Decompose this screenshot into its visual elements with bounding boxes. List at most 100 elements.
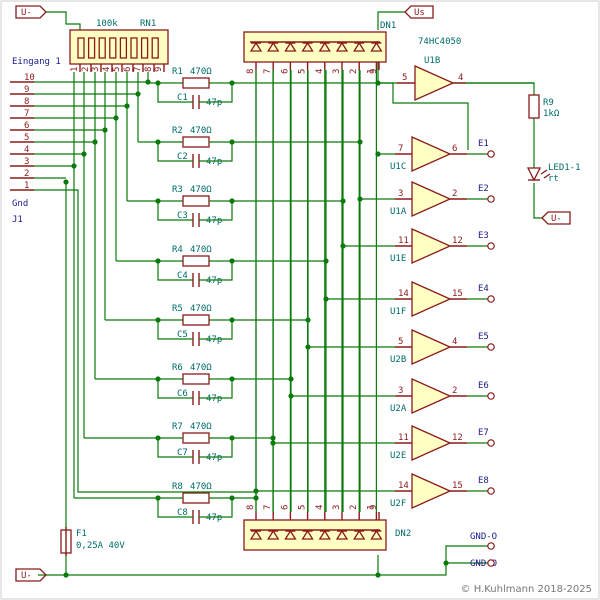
dn1-pin-number-2: 2	[349, 69, 359, 74]
junction-rc-out-1	[229, 139, 235, 145]
resistor-ref-R3: R3	[172, 185, 183, 195]
rn1-element-2	[87, 37, 96, 59]
buffer-U1E-body	[411, 227, 452, 265]
rn1-element-3	[98, 37, 106, 59]
connector-pin-number-4: 4	[24, 145, 29, 155]
cap-ref-C2: C2	[177, 152, 188, 162]
output-terminal-E6	[487, 392, 495, 400]
junction-rc-out-4	[229, 317, 235, 323]
dn1-pin-number-6: 6	[280, 69, 290, 74]
dn1-diode-2	[267, 41, 280, 52]
buffer-U1C-body	[411, 135, 452, 173]
resistor-ref-R8: R8	[172, 482, 183, 492]
dn1-diode-6	[335, 41, 349, 52]
buffer-pin-out-number-U2A: 2	[452, 386, 457, 396]
wire-cin-C1	[157, 83, 193, 103]
dn1-value: 74HC4050	[418, 37, 461, 47]
u1b-body	[414, 64, 455, 102]
buffer-pin-out-number-U2F: 15	[452, 481, 463, 491]
resistor-ref-R7: R7	[172, 422, 183, 432]
junction-rc-out-6	[229, 435, 235, 441]
dn1-pin-number-3: 3	[332, 69, 342, 74]
resistor-R4	[182, 255, 210, 267]
u-minus-label-led-shape	[541, 211, 571, 225]
u-minus-label-led: U-	[551, 214, 562, 224]
output-label-E2: E2	[478, 184, 489, 194]
buffer-U1F-body	[411, 280, 452, 318]
junction-rc-in-0	[155, 80, 161, 86]
buffer-ref-U2E: U2E	[390, 451, 406, 461]
buffer-pin-in-number-U1C: 7	[398, 144, 403, 154]
buffer-ref-U1A: U1A	[390, 207, 407, 217]
buffer-pin-out-number-U1F: 15	[452, 289, 463, 299]
cap-ref-C8: C8	[177, 508, 188, 518]
rn1-value: 100k	[96, 19, 118, 29]
u1b-ref: U1B	[424, 56, 440, 66]
output-terminal-E1	[487, 150, 495, 158]
dn2-diode-1	[249, 529, 263, 540]
resistor-value-R7: 470Ω	[190, 422, 212, 432]
dn2-diode-8	[370, 529, 383, 540]
dn1-diode-3	[284, 41, 297, 52]
rn1-element-5	[119, 37, 128, 59]
resistor-value-R1: 470Ω	[190, 67, 212, 77]
dn1-pin-number-1: 1	[366, 69, 376, 74]
buffer-pin-out-number-U1C: 6	[452, 144, 457, 154]
connector-pin-number-9: 9	[24, 85, 29, 95]
junction-rc-out-7	[229, 495, 235, 501]
dn1-body	[243, 31, 387, 63]
dn2-diode-6	[335, 529, 349, 540]
output-terminal-E5	[487, 343, 495, 351]
cap-value-C6: 47p	[206, 394, 222, 404]
dn2-pin-number-5: 5	[298, 505, 308, 510]
output-label-E5: E5	[478, 332, 489, 342]
buffer-U1A-body	[411, 180, 452, 218]
dn2-ref: DN2	[395, 529, 411, 539]
rn1-element-7	[140, 37, 149, 59]
rn1-element-1	[77, 37, 85, 59]
cap-value-C7: 47p	[206, 453, 222, 463]
connector-pin-number-1: 1	[24, 181, 29, 191]
cap-ref-C5: C5	[177, 330, 188, 340]
cap-ref-C1: C1	[177, 93, 188, 103]
resistor-R5	[182, 314, 210, 326]
gnd-o-terminal-2	[487, 559, 495, 567]
r9-body	[528, 94, 540, 119]
wire-j1-pin1	[34, 189, 256, 493]
output-label-E4: E4	[478, 284, 489, 294]
wire-cin-C5	[157, 320, 193, 340]
cap-ref-C3: C3	[177, 211, 188, 221]
dn1-pin-number-8: 8	[246, 69, 256, 74]
rn1-element-4	[109, 37, 117, 59]
cap-value-C2: 47p	[206, 157, 222, 167]
u1b-pin-out-number: 4	[458, 73, 463, 83]
buffer-ref-U1C: U1C	[390, 162, 406, 172]
resistor-ref-R1: R1	[172, 67, 183, 77]
r9-value: 1kΩ	[543, 109, 560, 119]
led-ref: LED1-1	[548, 163, 581, 173]
dn2-pin-number-7: 7	[263, 505, 273, 510]
buffer-pin-out-number-U2B: 4	[452, 337, 457, 347]
rn1-pin-number-8: 8	[144, 67, 154, 72]
dn2-pin-number-3: 3	[332, 505, 342, 510]
resistor-value-R5: 470Ω	[190, 304, 212, 314]
junction-rc-out-0	[229, 80, 235, 86]
gnd-o-label-2: GND-O	[470, 559, 497, 569]
cap-value-C1: 47p	[206, 98, 222, 108]
wire-cout-C8	[199, 498, 233, 518]
buffer-pin-in-number-U2B: 5	[398, 337, 403, 347]
buffer-pin-in-number-U2E: 11	[398, 433, 409, 443]
fuse-value: 0,25A 40V	[76, 541, 125, 551]
buffer-ref-U1E: U1E	[390, 254, 406, 264]
rn1-pin-number-6: 6	[123, 67, 133, 72]
wire-cin-C6	[157, 379, 193, 399]
output-label-E6: E6	[478, 381, 489, 391]
buffer-U2F-body	[411, 472, 452, 510]
cap-ref-C4: C4	[177, 271, 188, 281]
us-label-shape	[404, 5, 434, 19]
wire-cout-C3	[199, 201, 233, 221]
junction-fuse-bottom	[63, 572, 69, 578]
cap-value-C8: 47p	[206, 513, 222, 523]
